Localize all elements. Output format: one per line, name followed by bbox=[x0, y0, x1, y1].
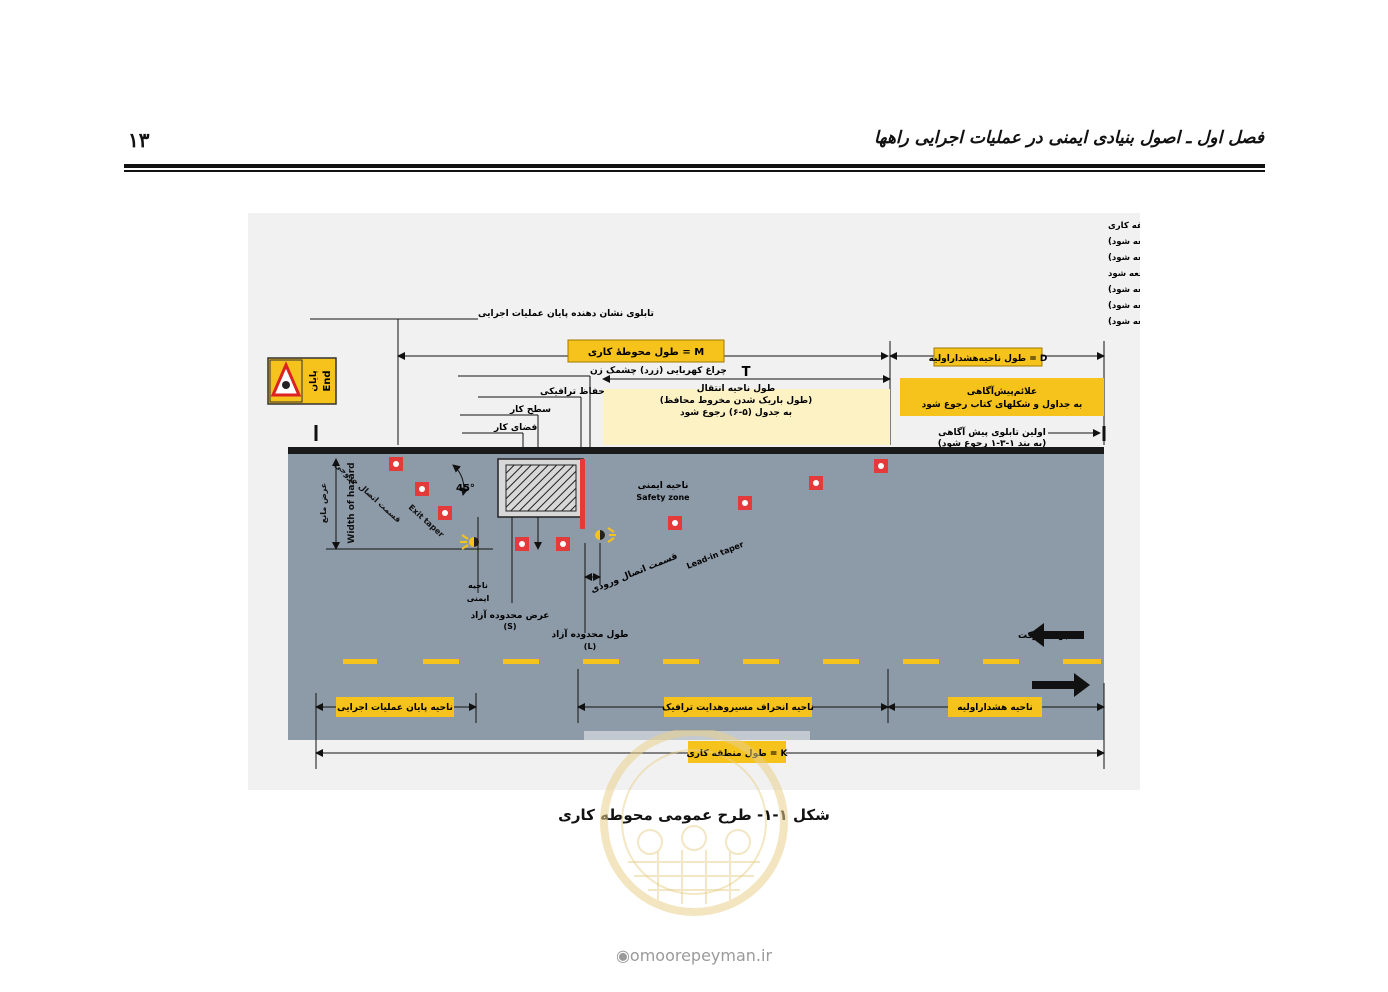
traffic-barrier bbox=[580, 459, 585, 529]
warning-signs-line-2: به جداول و شکلهای کتاب رجوع شود bbox=[922, 400, 1083, 410]
diagram-svg: K = طول منطقه کاری M = طول محوطه کاری(به… bbox=[267, 221, 1140, 769]
warning-triangle-icon bbox=[270, 361, 302, 397]
legend-l: L = طول محدوده آزاد (به جدول (۱-۱)مراجعه… bbox=[1108, 283, 1140, 295]
t-letter: T bbox=[742, 365, 751, 380]
zone-warning-label: ناحیه هشداراولیه bbox=[957, 703, 1033, 713]
flashing-light-icon bbox=[595, 527, 616, 543]
end-sign-fa: پایان bbox=[309, 370, 319, 391]
arrow-left-icon bbox=[1028, 623, 1084, 647]
clear-length-label: طول محدوده آزاد bbox=[552, 628, 629, 640]
page-header-title: فصل اول ـ اصول بنیادی ایمنی در عملیات اج… bbox=[873, 128, 1264, 148]
end-sign: پایان End bbox=[267, 357, 337, 405]
watermark-url: ◉omoorepeyman.ir bbox=[615, 946, 773, 965]
legend-t: T = طول ناحیه انتقال (طول مخروط محافظ کا… bbox=[1108, 269, 1140, 279]
zone-traffic-label: ناحیه انحراف مسیروهدایت ترافیک bbox=[662, 703, 814, 713]
cone-icon bbox=[515, 537, 529, 551]
flashing-light-icon bbox=[460, 534, 479, 550]
cone-icon bbox=[415, 482, 429, 496]
transition-line-2: (طول باریک شدن مخروط محافظ) bbox=[660, 396, 813, 406]
globe-icon: ◉ bbox=[615, 946, 630, 965]
legend-m: M = طول محوطه کاری(به جدول (۱-۲)مراجعه ش… bbox=[1108, 237, 1140, 247]
clear-length-l: (L) bbox=[584, 642, 596, 651]
page-number: ۱۳ bbox=[128, 128, 150, 152]
k-label: K = طول منطقه کاری bbox=[687, 749, 789, 759]
cone-icon bbox=[738, 496, 752, 510]
work-space-hatch bbox=[505, 464, 577, 512]
work-surface-label: سطح کار bbox=[509, 405, 551, 415]
cone-icon bbox=[668, 516, 682, 530]
width-hazard-en: Width of hazard bbox=[347, 462, 357, 543]
clear-width-s: (S) bbox=[503, 622, 516, 631]
end-sign-en: End bbox=[322, 370, 333, 391]
lane-dashes bbox=[343, 659, 1101, 664]
zone-end-box bbox=[336, 697, 454, 717]
road-surface bbox=[288, 450, 1104, 740]
traffic-cones bbox=[389, 457, 888, 551]
first-sign-line-2: (به بند ۱-۳-۱ رجوع شود) bbox=[938, 439, 1046, 449]
barrier-label: حفاظ ترافیکی bbox=[540, 387, 605, 397]
warning-signs-line-1: علائم‌پیش‌آگاهی bbox=[967, 385, 1037, 397]
legend-k: K = طول منطقه کاری bbox=[1108, 221, 1140, 231]
zone-traffic-box bbox=[664, 697, 812, 717]
zone-warning-box bbox=[948, 697, 1042, 717]
cone-icon bbox=[809, 476, 823, 490]
transition-line-1: طول ناحیه انتقال bbox=[697, 384, 775, 394]
legend-s: S = عرض محدوده آزاد (به جدول (۱-۱) مراجع… bbox=[1108, 299, 1140, 311]
cone-icon bbox=[438, 506, 452, 520]
d-label: D = طول ناحیه‌هشداراولیه bbox=[929, 354, 1048, 364]
zone-end-label: ناحیه پایان عملیات اجرایی bbox=[337, 703, 453, 713]
safety-zone-fa: ناحیه ایمنی bbox=[638, 481, 689, 491]
header-rule-thick bbox=[124, 164, 1265, 168]
safety-small-1: ناحیه bbox=[468, 581, 488, 590]
d-label-box bbox=[933, 347, 1043, 367]
width-hazard-fa: عرض مانع bbox=[319, 483, 329, 523]
transition-line-3: به جدول (۵-۶) رجوع شود bbox=[680, 408, 792, 418]
header-rule-thin bbox=[124, 170, 1265, 172]
end-sign-caption: تابلوی نشان دهنده پایان عملیات اجرایی bbox=[478, 309, 654, 319]
legend-d: D = طول ناحیه هشداراولیه (فاصله اولین عل… bbox=[1108, 253, 1140, 263]
work-space-label: فضای کار bbox=[493, 423, 537, 433]
cone-icon bbox=[389, 457, 403, 471]
arrow-right-icon bbox=[1032, 673, 1090, 697]
safety-zone-en: Safety zone bbox=[636, 493, 690, 502]
watermark-seal bbox=[600, 730, 788, 916]
road-edge bbox=[288, 447, 1104, 454]
safety-small-2: ایمنی bbox=[467, 594, 490, 603]
flasher-label: چراغ کهربایی (زرد) چشمک زن bbox=[590, 366, 727, 376]
transition-zone bbox=[603, 389, 890, 445]
cone-icon bbox=[556, 537, 570, 551]
angle-label: 45° bbox=[456, 483, 475, 494]
warning-signs-box bbox=[900, 378, 1104, 416]
legend-e: E = فاصله نصب علامت پایان کارهای راهداری… bbox=[1108, 317, 1140, 327]
m-label-box bbox=[567, 339, 725, 363]
m-label: M = طول محوطهٔ کاری bbox=[588, 347, 704, 358]
cone-icon bbox=[874, 459, 888, 473]
work-zone-diagram: K = طول منطقه کاری M = طول محوطه کاری(به… bbox=[248, 213, 1140, 790]
first-sign-line-1: اولین تابلوی پیش آگاهی bbox=[938, 426, 1046, 438]
clear-width-label: عرض محدوده آزاد bbox=[471, 609, 550, 621]
